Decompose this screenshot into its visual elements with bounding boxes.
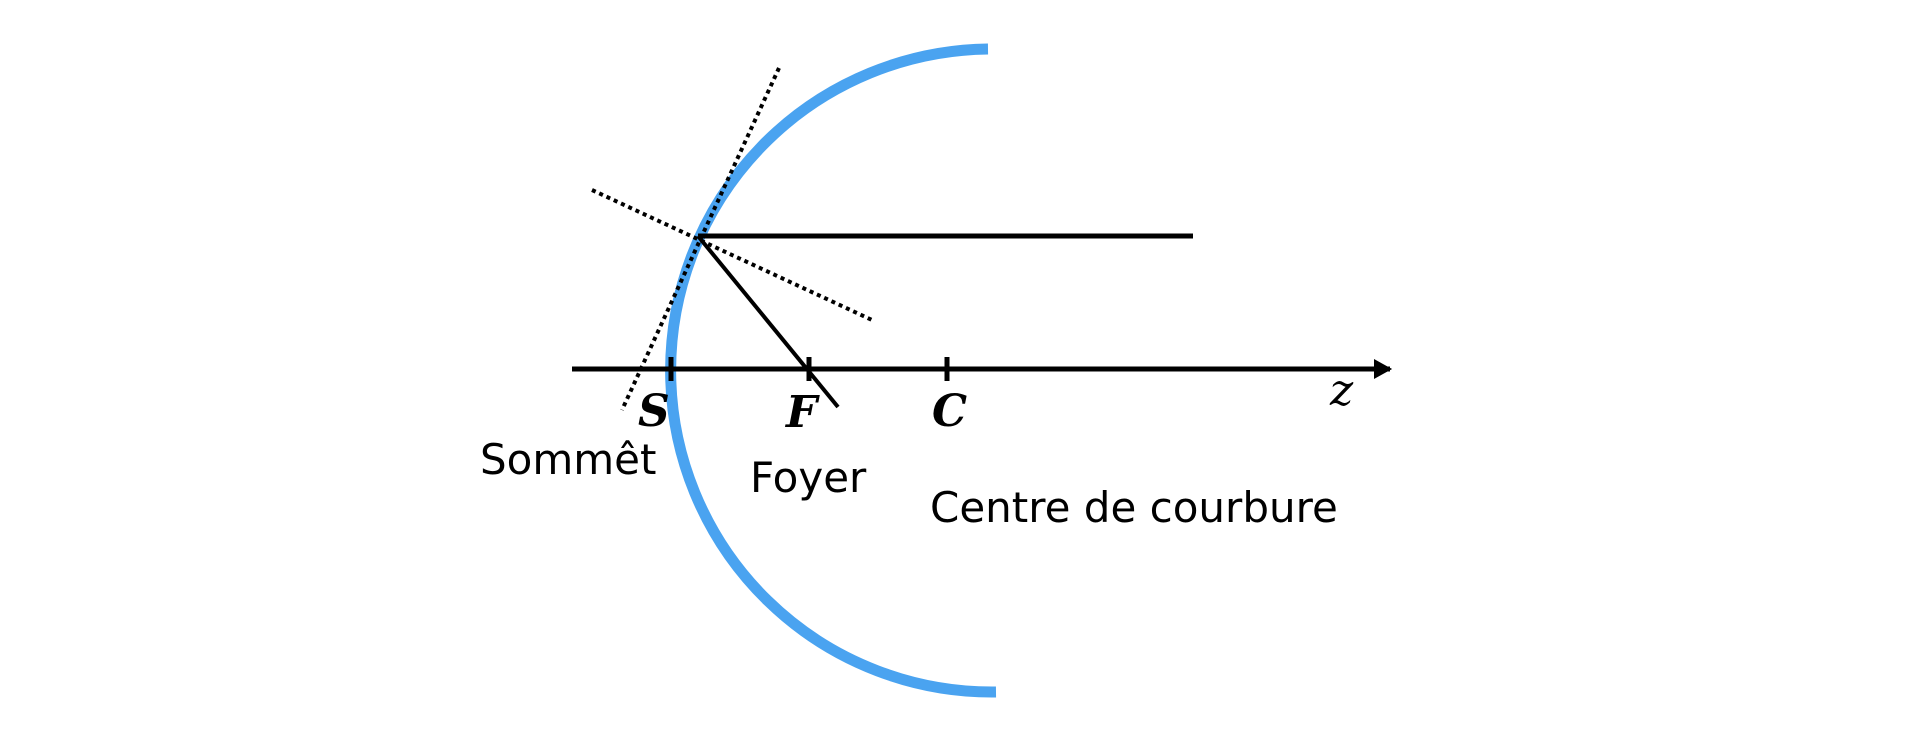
vertex-symbol: S (638, 386, 670, 437)
vertex-name: Sommêt (480, 435, 657, 484)
focus-symbol: F (784, 387, 820, 438)
reflected-ray (696, 234, 840, 409)
center-symbol: C (932, 386, 967, 437)
axis-label: z (1329, 365, 1354, 416)
tangent-line (620, 67, 781, 411)
axis-arrow-icon (1374, 359, 1392, 379)
normal-line (591, 188, 873, 322)
center-name: Centre de courbure (930, 483, 1338, 532)
focus-name: Foyer (750, 453, 867, 502)
